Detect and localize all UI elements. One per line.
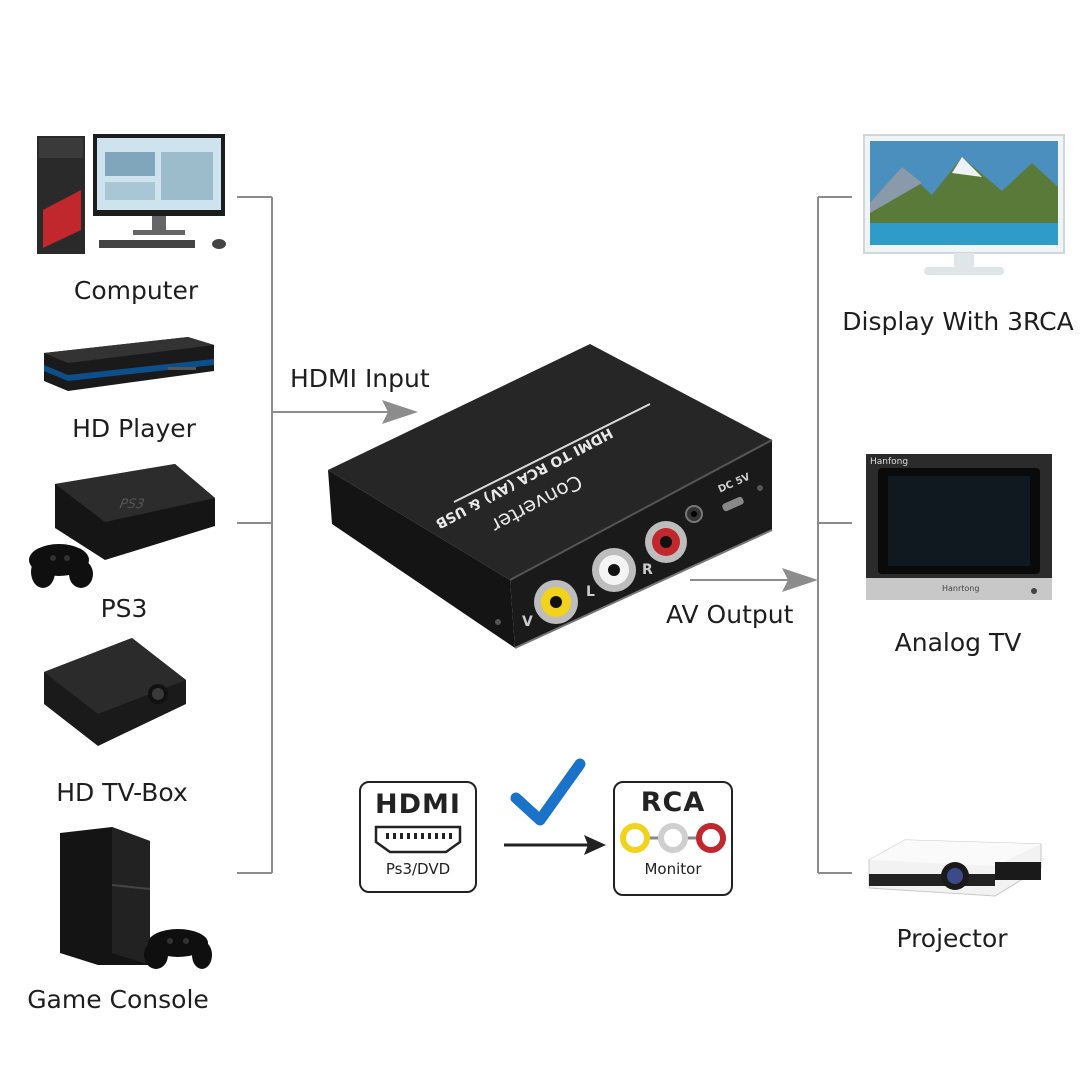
input-label-game-console: Game Console bbox=[27, 985, 209, 1014]
output-arrowhead bbox=[782, 568, 818, 592]
rca-target-box: RCA Monitor bbox=[613, 781, 733, 896]
svg-text:PS3: PS3 bbox=[117, 497, 147, 512]
crt-tv-icon: Hanfong Hanrtong bbox=[866, 454, 1052, 600]
tv-box-icon bbox=[44, 638, 186, 746]
input-label-ps3: PS3 bbox=[100, 594, 148, 623]
tv-brand-name: Hanrtong bbox=[942, 584, 979, 593]
converter-device: HDMI TO RCA (AV) & USB Converter V L R D… bbox=[328, 344, 773, 649]
checkmark-icon bbox=[510, 758, 586, 826]
port-letter-r: R bbox=[642, 562, 653, 578]
bluray-player-icon bbox=[44, 337, 214, 391]
ps3-console-icon: PS3 bbox=[29, 464, 215, 588]
input-arrowhead bbox=[382, 400, 418, 424]
rca-port-red bbox=[645, 521, 687, 563]
monitor-icon bbox=[863, 134, 1065, 275]
hdmi-source-box: HDMI Ps3/DVD bbox=[359, 781, 477, 893]
hdmi-source-subtitle: Ps3/DVD bbox=[385, 860, 451, 878]
rca-port-white bbox=[592, 548, 636, 592]
computer-icon bbox=[37, 134, 226, 254]
game-console-icon bbox=[60, 827, 212, 969]
input-label-computer: Computer bbox=[73, 276, 199, 305]
av-output-label: AV Output bbox=[666, 600, 794, 629]
projector-icon bbox=[868, 839, 1042, 897]
input-label-hd-player: HD Player bbox=[72, 414, 196, 443]
rca-target-subtitle: Monitor bbox=[644, 860, 702, 878]
hdmi-source-title: HDMI bbox=[375, 789, 461, 820]
port-letter-l: L bbox=[586, 584, 595, 600]
output-label-projector: Projector bbox=[896, 924, 1008, 953]
hdmi-input-label: HDMI Input bbox=[290, 364, 430, 393]
hdmi-connector-icon bbox=[374, 825, 462, 854]
legend-arrow bbox=[504, 835, 606, 855]
input-label-tv-box: HD TV-Box bbox=[56, 778, 188, 807]
output-label-display: Display With 3RCA bbox=[842, 307, 1074, 336]
port-letter-v: V bbox=[522, 614, 533, 630]
rca-connectors-icon bbox=[620, 823, 726, 853]
rca-port-yellow bbox=[534, 580, 578, 624]
rca-target-title: RCA bbox=[640, 787, 706, 818]
tv-brand-badge: Hanfong bbox=[870, 457, 908, 467]
output-label-analog-tv: Analog TV bbox=[894, 628, 1022, 657]
